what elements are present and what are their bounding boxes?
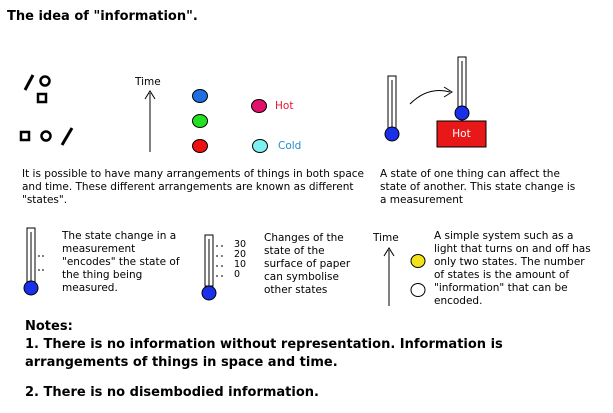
hot-dot <box>251 99 267 113</box>
notes-heading: Notes: <box>25 319 73 334</box>
square-mark <box>36 92 48 104</box>
scale-label: 10 <box>234 259 247 270</box>
time-label: Time <box>135 76 161 88</box>
scale-labels: 30 20 10 0 <box>234 240 246 280</box>
cold-dot <box>252 139 268 153</box>
paper-caption: Changes of the state of the surface of p… <box>264 232 351 296</box>
note-2: 2. There is no disembodied information. <box>25 385 319 400</box>
blue-dot <box>192 89 208 103</box>
light-caption: A simple system such as a light that tur… <box>434 230 591 307</box>
light-off-dot <box>410 283 426 297</box>
slash-mark <box>23 74 35 91</box>
arrangements-caption: It is possible to have many arrangements… <box>22 168 365 206</box>
ring-mark <box>40 130 52 142</box>
scale-ticks <box>216 245 223 277</box>
note-1: 1. There is no information without repre… <box>25 337 503 370</box>
tick-marks <box>38 255 44 271</box>
cold-label: Cold <box>278 140 302 152</box>
red-dot <box>192 139 208 153</box>
thermometer-icon <box>384 75 400 142</box>
scale-label: 30 <box>234 239 247 250</box>
ring-mark <box>39 75 51 87</box>
thermometer-icon <box>23 227 39 296</box>
hot-label: Hot <box>275 100 294 112</box>
encodes-caption: The state change in a measurement "encod… <box>62 230 180 294</box>
time-label: Time <box>373 232 399 244</box>
measurement-caption: A state of one thing can affect the stat… <box>380 168 576 206</box>
page-title: The idea of "information". <box>7 9 198 24</box>
light-on-dot <box>410 254 426 268</box>
thermometer-icon <box>201 234 217 301</box>
thermometer-icon <box>454 56 470 121</box>
slash-mark <box>60 127 74 146</box>
scale-label: 0 <box>234 269 241 280</box>
influence-arrow <box>409 90 451 105</box>
hot-box-label: Hot <box>452 128 471 140</box>
notes-section: Notes: 1. There is no information withou… <box>25 318 595 402</box>
green-dot <box>192 114 208 128</box>
scale-label: 20 <box>234 249 247 260</box>
square-mark <box>19 130 31 142</box>
